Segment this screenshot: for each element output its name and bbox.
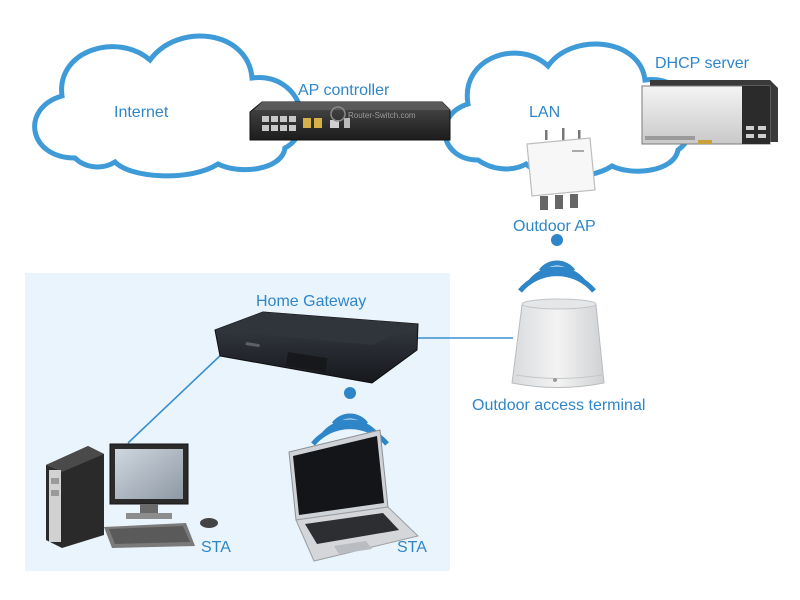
outdoor-terminal-label: Outdoor access terminal [472,397,645,414]
outdoor-ap-device [526,128,596,210]
ap-controller-brand-text: Router-Switch.com [348,111,416,120]
desktop-pc [46,443,218,548]
ap-controller-switch: Router-Switch.com [249,101,451,141]
internet-cloud [32,33,305,179]
home-gateway-label: Home Gateway [256,293,366,310]
internet-label: Internet [114,104,169,121]
dhcp-server-label: DHCP server [655,55,750,72]
sta-desktop-label: STA [201,539,231,556]
outdoor-ap-label: Outdoor AP [513,218,596,235]
sta-laptop-label: STA [397,539,427,556]
ap-controller-label: AP controller [298,82,390,99]
wifi-icon-outdoor-ap [518,234,596,293]
home-gateway-device [214,311,419,384]
outdoor-terminal-device [511,298,605,388]
laptop [288,429,420,562]
dhcp-server [641,80,778,145]
link-gateway-to-desktop [127,351,225,444]
lan-label: LAN [529,104,560,121]
